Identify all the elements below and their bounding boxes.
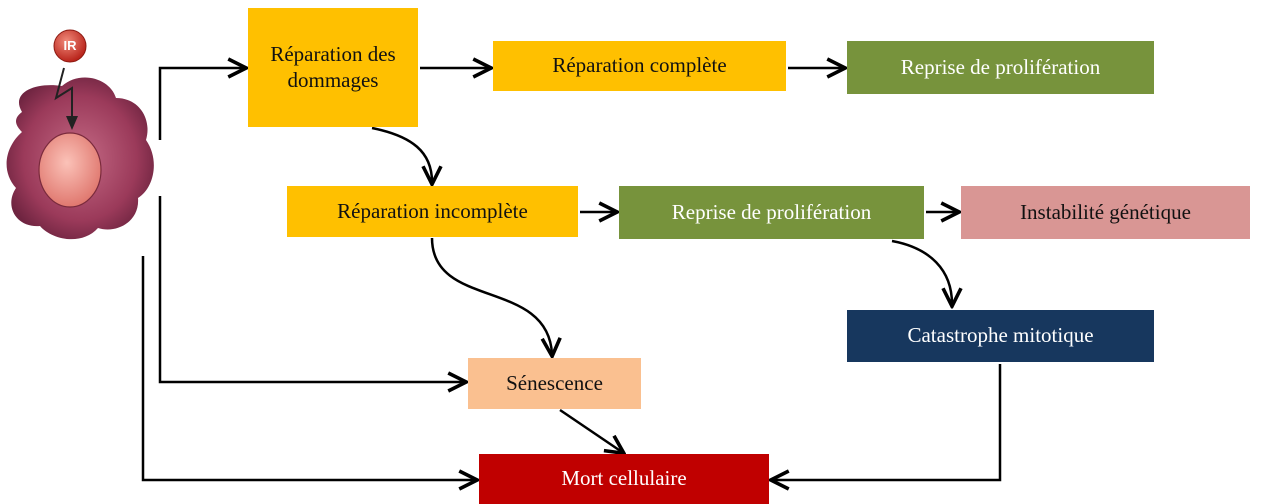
node-proliferation-resumption-2: Reprise de prolifération bbox=[619, 186, 924, 239]
arrow-incomplete-to-senescence bbox=[430, 237, 552, 354]
node-proliferation-resumption-1: Reprise de prolifération bbox=[847, 41, 1154, 94]
ir-label: IR bbox=[63, 38, 77, 53]
bolt-arrowhead bbox=[66, 116, 78, 130]
arrow-cell-to-death bbox=[141, 256, 475, 480]
node-senescence: Sénescence bbox=[468, 358, 641, 409]
node-genetic-instability: Instabilité génétique bbox=[961, 186, 1250, 239]
nucleus-icon bbox=[38, 132, 102, 208]
arrow-cell-to-repair bbox=[158, 68, 244, 140]
node-cell-death: Mort cellulaire bbox=[479, 454, 769, 504]
arrow-cell-to-senescence bbox=[158, 196, 464, 382]
ir-badge-icon bbox=[53, 29, 87, 63]
arrow-repair-to-incomplete bbox=[371, 126, 432, 182]
node-complete-repair: Réparation complète bbox=[493, 41, 786, 91]
radiation-bolt-icon bbox=[54, 67, 73, 124]
node-mitotic-catastrophe: Catastrophe mitotique bbox=[847, 310, 1154, 362]
node-incomplete-repair: Réparation incomplète bbox=[287, 186, 578, 237]
node-damage-repair: Réparation des dommages bbox=[248, 8, 418, 127]
arrow-catastrophe-to-death bbox=[773, 364, 1002, 480]
arrow-proliferation-to-catastrophe bbox=[891, 239, 952, 304]
arrow-senescence-to-death bbox=[559, 408, 622, 452]
